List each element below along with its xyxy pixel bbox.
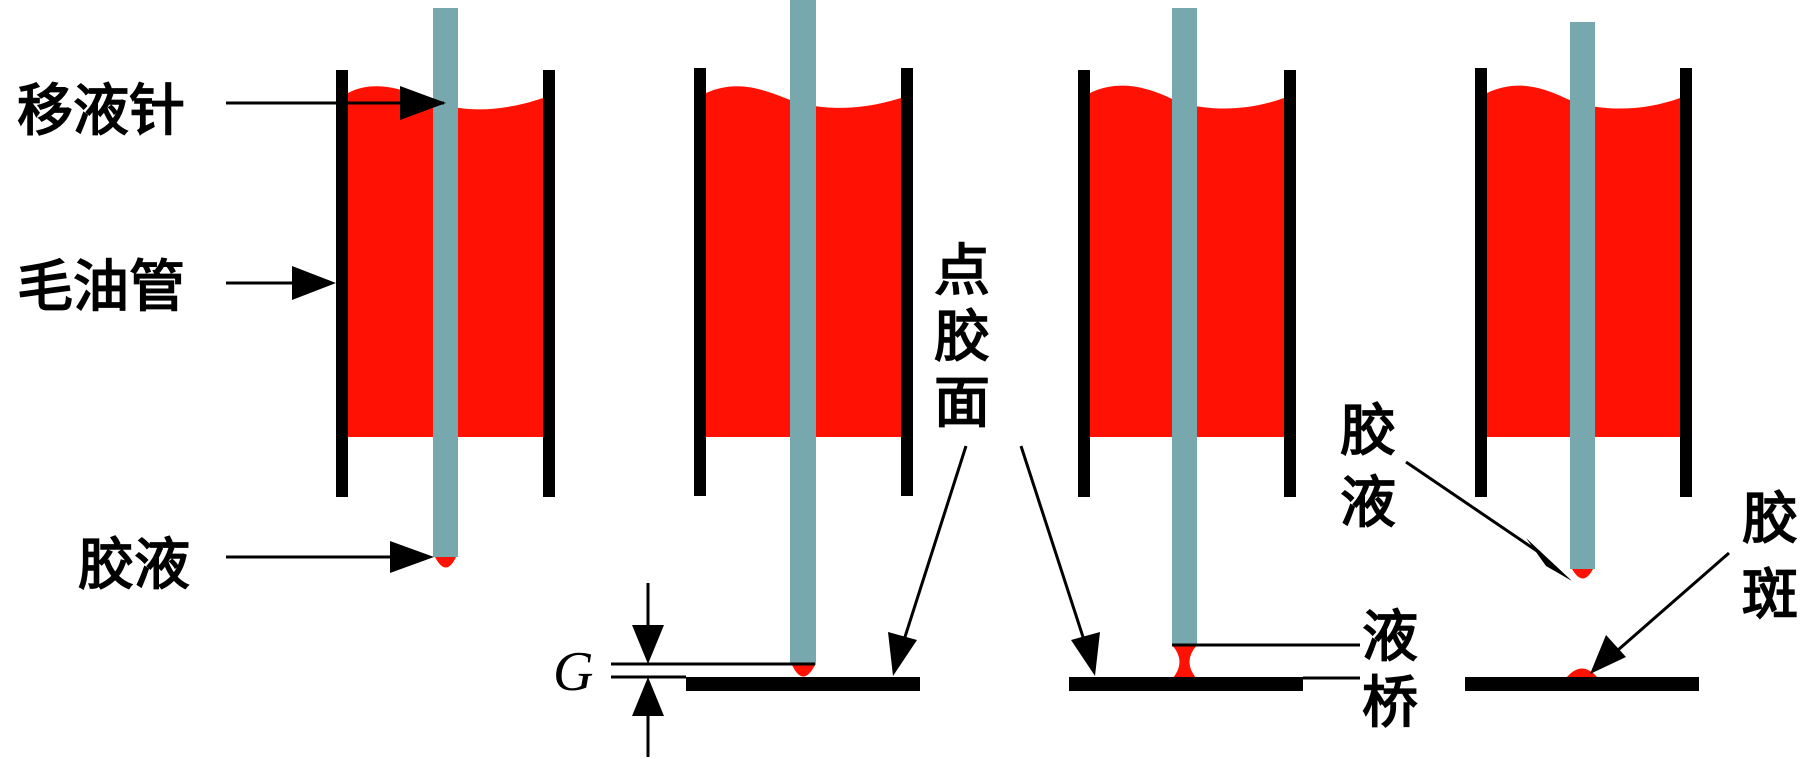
label-bridge-char-2: 桥 (1362, 670, 1418, 736)
capillary-right-wall (543, 70, 555, 497)
surface-arrow-left (902, 445, 968, 641)
label-glue-2-char-2: 液 (1340, 470, 1396, 536)
glue-arrow-1-head (390, 541, 434, 573)
glue-spot-on-substrate (1567, 668, 1597, 677)
stage-3-liquid-bridge (1069, 8, 1360, 691)
labels: 移液针 毛油管 胶液 点 胶 面 G 胶 液 液 桥 胶 斑 (17, 78, 1798, 736)
pipette-needle (790, 0, 816, 665)
stage-2-approach-surface (611, 0, 920, 757)
glue-arrow-2 (1405, 460, 1541, 555)
capillary-left-wall (336, 70, 348, 497)
stage-1-needle-in-capillary (336, 8, 555, 568)
glue-droplet (435, 557, 456, 568)
glue-arrow-2-head (1526, 538, 1572, 581)
surface-arrow-right-head (1071, 632, 1100, 676)
capillary-left-wall (1078, 70, 1090, 497)
label-gap: G (553, 641, 593, 703)
liquid-bridge-shape (1172, 645, 1197, 679)
label-surface-char-3: 面 (934, 370, 990, 436)
dispensing-substrate (1069, 677, 1303, 691)
capillary-left-wall (694, 68, 706, 496)
capillary-right-wall (901, 68, 913, 496)
gap-arrow-bottom-head (632, 677, 664, 716)
spot-arrow-head (1590, 635, 1626, 674)
gap-arrow-top-head (632, 625, 664, 664)
label-glue-1: 胶液 (78, 532, 190, 598)
pipette-needle (1570, 22, 1595, 569)
glue-droplet (792, 665, 815, 677)
annotation-arrows (226, 86, 1730, 676)
dispensing-substrate (1465, 677, 1699, 691)
label-bridge-char-1: 液 (1362, 604, 1418, 670)
dispensing-substrate (686, 677, 920, 691)
capillary-right-wall (1680, 68, 1692, 497)
stage-4-glue-spot (1465, 22, 1699, 691)
label-surface-char-2: 胶 (934, 304, 990, 370)
spot-arrow (1617, 551, 1730, 652)
label-spot-char-2: 斑 (1742, 562, 1798, 628)
surface-arrow-left-head (888, 632, 917, 676)
capillary-left-wall (1475, 68, 1487, 497)
surface-arrow-right (1019, 445, 1086, 641)
capillary-right-wall (1284, 70, 1296, 497)
needle-arrow-head (400, 86, 446, 120)
label-glue-2-char-1: 胶 (1340, 398, 1396, 464)
pipette-needle (1172, 8, 1197, 645)
capillary-arrow-head (292, 266, 336, 300)
label-surface-char-1: 点 (934, 238, 990, 304)
pipette-needle (433, 8, 458, 557)
label-needle: 移液针 (17, 78, 185, 144)
label-spot-char-1: 胶 (1742, 486, 1798, 552)
glue-droplet (1572, 569, 1593, 579)
label-capillary: 毛油管 (17, 254, 185, 320)
